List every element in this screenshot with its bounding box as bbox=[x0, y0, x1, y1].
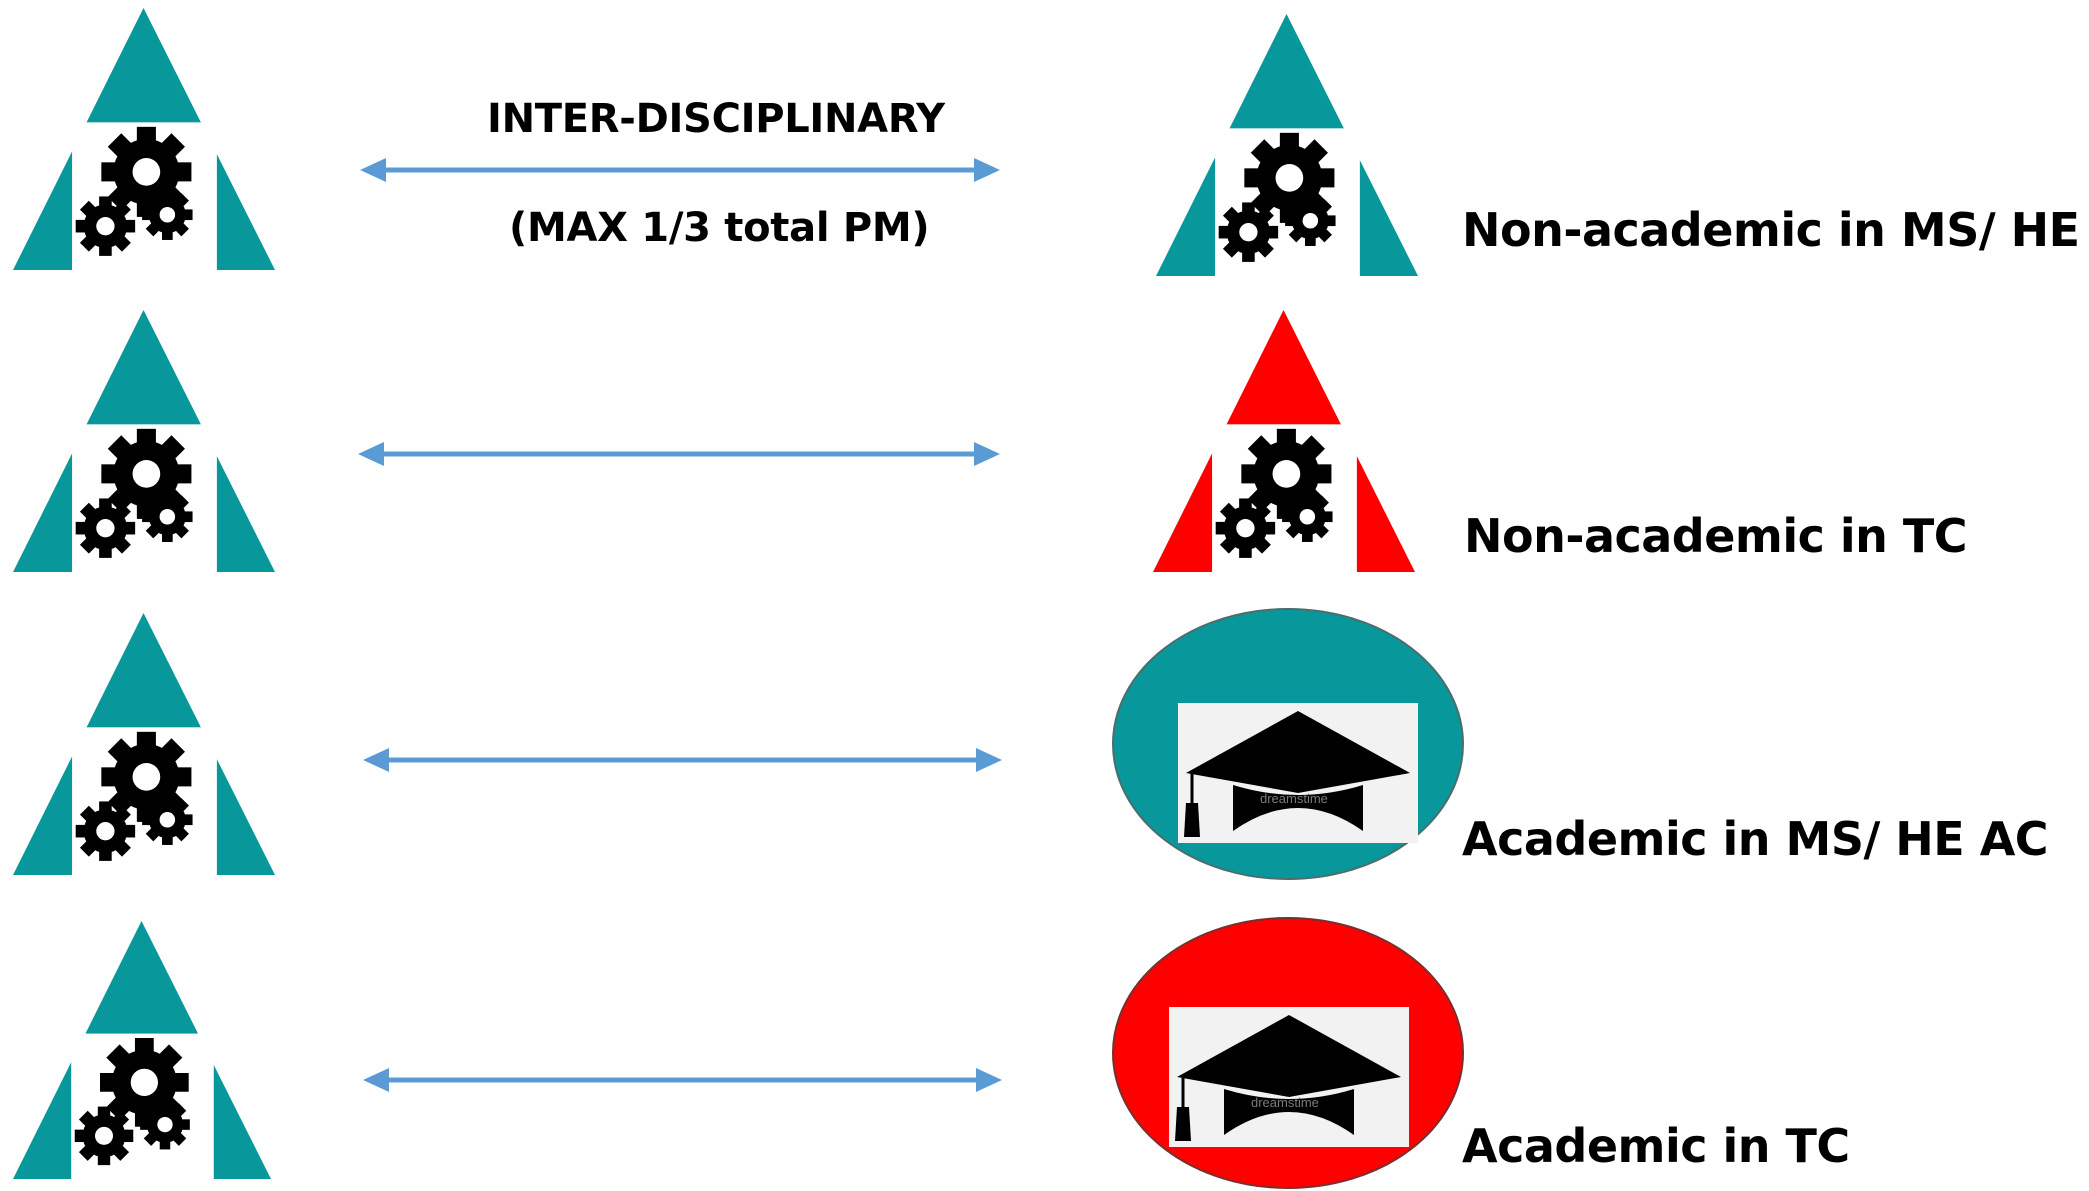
teal-triangle-gear-icon bbox=[1156, 12, 1418, 278]
teal-triangle-gear-icon bbox=[13, 308, 275, 574]
teal-circle-graduation-cap-icon: dreamstime bbox=[1112, 608, 1464, 880]
row-label-3: Academic in MS/ HE AC bbox=[1462, 812, 2049, 866]
right-node-row-2 bbox=[1153, 308, 1415, 574]
row-label-1: Non-academic in MS/ HE AC bbox=[1462, 203, 2089, 257]
left-node-row-2 bbox=[13, 308, 275, 574]
red-triangle-gear-icon bbox=[1153, 308, 1415, 574]
red-circle-graduation-cap-icon: dreamstime bbox=[1112, 917, 1464, 1189]
right-node-row-1 bbox=[1156, 12, 1418, 278]
bidirectional-arrow-row-1 bbox=[360, 158, 1000, 182]
bidirectional-arrow-row-4 bbox=[363, 1068, 1002, 1092]
bidirectional-arrow-row-3 bbox=[363, 748, 1002, 772]
teal-triangle-gear-icon bbox=[13, 5, 275, 273]
diagram-title: INTER-DISCIPLINARY bbox=[487, 96, 945, 142]
right-node-row-3: dreamstime bbox=[1112, 607, 1464, 881]
diagram-subtitle: (MAX 1/3 total PM) bbox=[509, 205, 930, 251]
cap-watermark: dreamstime bbox=[1251, 1095, 1319, 1110]
left-node-row-1 bbox=[13, 5, 275, 273]
right-node-row-4: dreamstime bbox=[1112, 917, 1464, 1191]
cap-watermark: dreamstime bbox=[1260, 791, 1328, 806]
row-label-2: Non-academic in TC bbox=[1464, 509, 1968, 563]
teal-triangle-gear-icon bbox=[13, 917, 271, 1183]
left-node-row-3 bbox=[13, 610, 275, 878]
bidirectional-arrow-row-2 bbox=[358, 442, 1000, 466]
teal-triangle-gear-icon bbox=[13, 610, 275, 878]
row-label-4: Academic in TC bbox=[1462, 1119, 1850, 1173]
left-node-row-4 bbox=[13, 917, 271, 1183]
